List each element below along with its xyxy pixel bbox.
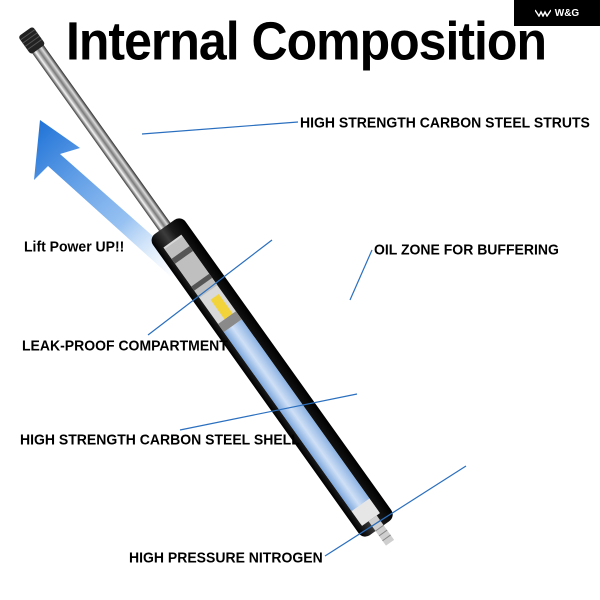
callout-steel-shell: HIGH STRENGTH CARBON STEEL SHELL <box>20 431 300 448</box>
wg-wing-logo-icon <box>534 9 551 17</box>
page-title: Internal Composition <box>66 10 547 72</box>
piston-rod <box>19 27 205 279</box>
callout-oil-zone: OIL ZONE FOR BUFFERING <box>374 241 559 258</box>
lift-up-arrow-icon <box>34 120 198 276</box>
gas-spring-body <box>19 27 395 546</box>
callout-leak-proof: LEAK-PROOF COMPARTMENT <box>22 337 228 354</box>
callout-lift-power: Lift Power UP!! <box>24 238 125 255</box>
brand-name: W&G <box>554 7 580 19</box>
oil-zone <box>210 293 233 320</box>
callout-nitrogen: HIGH PRESSURE NITROGEN <box>129 549 323 566</box>
leader-lines <box>141 121 467 557</box>
nitrogen-chamber <box>223 319 370 512</box>
callout-steel-struts: HIGH STRENGTH CARBON STEEL STRUTS <box>300 114 590 131</box>
brand-badge: W&G <box>514 0 600 26</box>
steel-shell-tube <box>151 218 395 546</box>
